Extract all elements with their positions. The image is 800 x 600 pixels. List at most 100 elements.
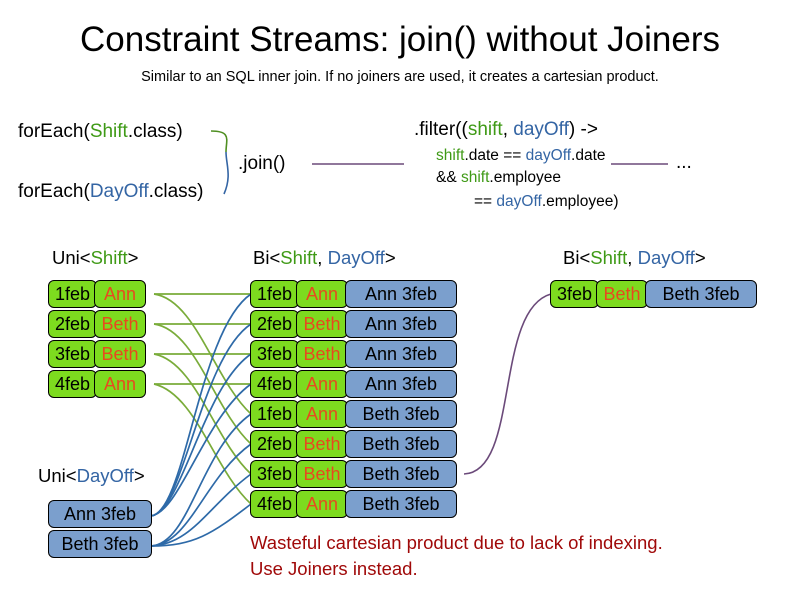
cell-employee: Beth <box>296 460 348 488</box>
stream-header-uni-dayoff: Uni<DayOff> <box>38 465 145 487</box>
foreach-shift-pre: forEach( <box>18 121 90 142</box>
code-foreach-shift: forEach(Shift.class) <box>18 120 183 144</box>
uni-shift-pre: Uni< <box>52 247 91 268</box>
code-join-label: .join() <box>238 153 286 174</box>
bi-mid-type-a: Shift <box>280 247 318 268</box>
cell-employee: Ann <box>296 490 348 518</box>
uni-shift-type: Shift <box>90 247 128 268</box>
bi-right-sep: , <box>627 247 638 268</box>
code-filter-line4: == dayOff.employee) <box>474 190 619 214</box>
filter-l2-shift: shift <box>436 147 465 164</box>
cell-employee: Ann <box>296 280 348 308</box>
cell-employee: Beth <box>94 340 146 368</box>
filter-l2-dayoff: dayOff <box>525 147 572 164</box>
cell-dayoff: Beth 3feb <box>345 490 457 518</box>
code-filter-line3: && shift.employee <box>436 166 561 190</box>
cell-date: 4feb <box>250 370 299 398</box>
brace-shift <box>210 130 228 153</box>
foreach-dayoff-type: DayOff <box>89 181 149 202</box>
cell-dayoff: Beth 3feb <box>645 280 757 308</box>
cell-date: 3feb <box>550 280 599 308</box>
foreach-dayoff-pre: forEach( <box>18 181 90 202</box>
cell-date: 4feb <box>250 490 299 518</box>
bi-mid-sep: , <box>317 247 328 268</box>
tuple-row: Beth 3feb <box>48 530 152 558</box>
cell-dayoff: Ann 3feb <box>48 500 152 528</box>
cell-dayoff: Ann 3feb <box>345 370 457 398</box>
bi-mid-pre: Bi< <box>253 247 281 268</box>
cell-date: 1feb <box>48 280 97 308</box>
brace-dayoff <box>223 151 229 195</box>
cell-employee: Ann <box>94 370 146 398</box>
cell-employee: Beth <box>296 340 348 368</box>
cell-dayoff: Beth 3feb <box>345 460 457 488</box>
shift-link-curves <box>153 293 252 505</box>
filter-l2-mid: .date == <box>464 147 526 164</box>
bi-right-type-b: DayOff <box>637 247 695 268</box>
filter-l1-post: ) -> <box>568 119 598 140</box>
bi-right-type-a: Shift <box>590 247 628 268</box>
cell-date: 1feb <box>250 400 299 428</box>
filter-l2-post: .date <box>571 147 606 164</box>
foreach-shift-type: Shift <box>89 121 128 142</box>
cell-employee: Beth <box>296 310 348 338</box>
code-foreach-dayoff: forEach(DayOff.class) <box>18 180 204 204</box>
page-title: Constraint Streams: join() without Joine… <box>80 20 720 59</box>
cell-employee: Beth <box>94 310 146 338</box>
ellipsis-label: ... <box>676 152 692 173</box>
dayoff-link-curves <box>150 293 252 547</box>
page-subtitle: Similar to an SQL inner join. If no join… <box>141 69 659 85</box>
cell-dayoff: Beth 3feb <box>345 430 457 458</box>
filter-l1-dayoff: dayOff <box>513 119 569 140</box>
cell-date: 2feb <box>250 310 299 338</box>
cell-dayoff: Beth 3feb <box>345 400 457 428</box>
cell-date: 2feb <box>48 310 97 338</box>
stream-header-bi-middle: Bi<Shift, DayOff> <box>253 247 396 269</box>
uni-dayoff-pre: Uni< <box>38 465 77 486</box>
foreach-dayoff-post: .class) <box>148 181 204 202</box>
foreach-shift-post: .class) <box>127 121 183 142</box>
warning-note-line2: Use Joiners instead. <box>250 558 418 579</box>
cell-employee: Beth <box>596 280 648 308</box>
cell-date: 3feb <box>250 340 299 368</box>
code-filter-line2: shift.date == dayOff.date <box>436 144 606 168</box>
cell-date: 3feb <box>48 340 97 368</box>
stream-header-bi-right: Bi<Shift, DayOff> <box>563 247 706 269</box>
filter-l4-dayoff: dayOff <box>496 193 542 210</box>
filter-l1-pre: .filter(( <box>414 119 468 140</box>
bi-mid-post: > <box>384 247 396 268</box>
tuple-row: Ann 3feb <box>48 500 152 528</box>
filter-l3-shift: shift <box>460 169 490 186</box>
cell-employee: Ann <box>94 280 146 308</box>
bi-mid-type-b: DayOff <box>327 247 385 268</box>
cell-employee: Beth <box>296 430 348 458</box>
cell-employee: Ann <box>296 370 348 398</box>
cell-dayoff: Ann 3feb <box>345 280 457 308</box>
cell-dayoff: Beth 3feb <box>48 530 152 558</box>
stream-header-uni-shift: Uni<Shift> <box>52 247 138 269</box>
filter-l3-pre: && <box>436 169 461 186</box>
cell-date: 4feb <box>48 370 97 398</box>
code-filter-line1: .filter((shift, dayOff) -> <box>414 118 598 142</box>
uni-dayoff-post: > <box>133 465 145 486</box>
filter-l4-pre: == <box>474 193 497 210</box>
cell-dayoff: Ann 3feb <box>345 310 457 338</box>
cell-date: 3feb <box>250 460 299 488</box>
filter-l1-shift: shift <box>467 119 503 140</box>
cell-employee: Ann <box>296 400 348 428</box>
cell-dayoff: Ann 3feb <box>345 340 457 368</box>
warning-note-line1: Wasteful cartesian product due to lack o… <box>250 532 663 553</box>
warning-note: Wasteful cartesian product due to lack o… <box>250 530 663 582</box>
uni-dayoff-type: DayOff <box>76 465 134 486</box>
